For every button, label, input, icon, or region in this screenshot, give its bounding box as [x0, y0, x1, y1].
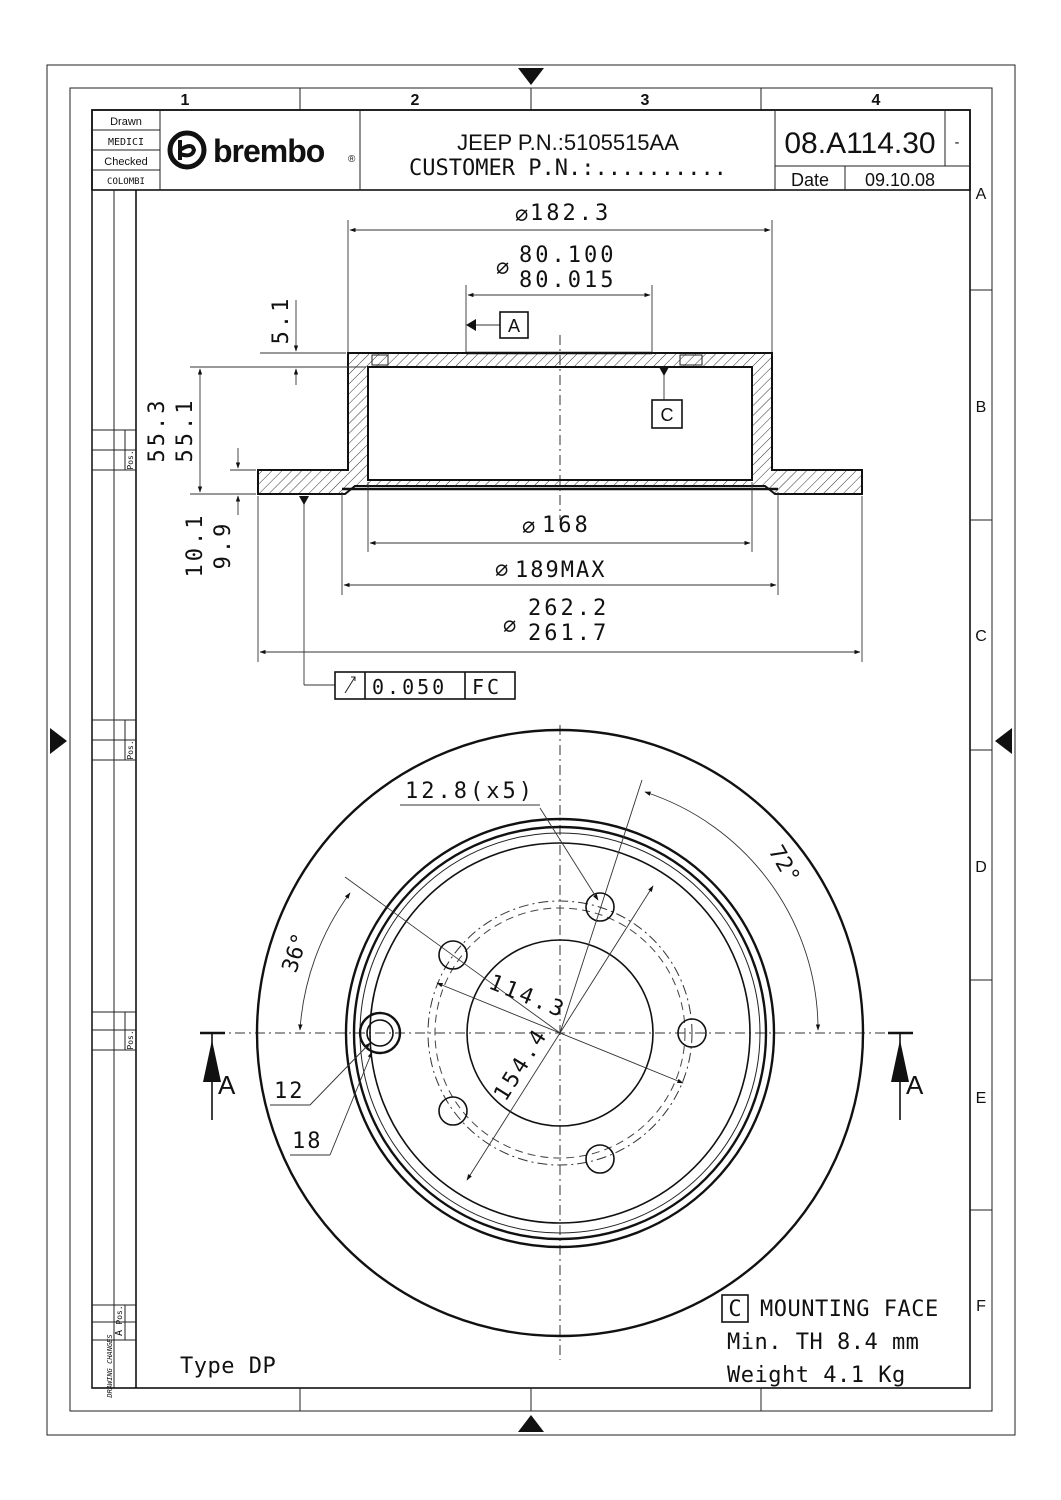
grid-row-labels: A B C D E F	[975, 186, 987, 1315]
dim-5-1: 5.1	[269, 296, 294, 345]
notes: C MOUNTING FACE Min. TH 8.4 mm Weight 4.…	[180, 1294, 939, 1388]
datum-a: A	[508, 316, 520, 336]
svg-text:B: B	[976, 399, 987, 416]
dim-55-3: 55.3	[145, 398, 170, 463]
jeep-part-number: JEEP P.N.:5105515AA	[457, 130, 679, 155]
svg-text:⌀: ⌀	[496, 256, 509, 281]
drawing-changes-label: DRAWING CHANGES	[106, 1334, 114, 1398]
section-marker-right: A	[888, 1031, 924, 1120]
hole-size: 12.8(x5)	[405, 779, 535, 804]
checked-by: COLOMBI	[107, 177, 145, 187]
mounting-ref: C	[728, 1297, 741, 1322]
svg-text:Pos.: Pos.	[126, 740, 135, 759]
svg-text:A: A	[114, 1330, 125, 1336]
svg-text:2: 2	[411, 92, 420, 109]
svg-text:1: 1	[181, 92, 190, 109]
type-note: Type DP	[180, 1354, 276, 1379]
locator-pin	[358, 1011, 402, 1055]
pcd-114: 114.3	[485, 970, 570, 1024]
dim-262-lower: 261.7	[528, 621, 609, 646]
svg-text:D: D	[975, 859, 987, 876]
drawn-by: MEDICI	[108, 137, 144, 148]
grid-column-labels: 1 2 3 4	[181, 92, 881, 109]
dim-168: 168	[542, 513, 591, 538]
svg-text:E: E	[976, 1090, 987, 1107]
date-value: 09.10.08	[865, 170, 935, 190]
dim-262-upper: 262.2	[528, 596, 609, 621]
svg-text:A: A	[976, 186, 987, 203]
svg-text:⌀: ⌀	[522, 515, 535, 540]
runout-frame	[334, 671, 516, 700]
drawn-label: Drawn	[110, 116, 142, 128]
dim-189max: 189MAX	[515, 558, 606, 583]
svg-text:F: F	[976, 1298, 986, 1315]
svg-text:A: A	[906, 1070, 924, 1100]
min-thickness: Min. TH 8.4 mm	[727, 1330, 919, 1355]
drawing-number: 08.A114.30	[784, 127, 935, 160]
svg-text:brembo: brembo	[213, 133, 325, 169]
svg-text:Pos.: Pos.	[126, 1030, 135, 1049]
dim-18: 18	[292, 1129, 323, 1154]
svg-text:3: 3	[641, 92, 650, 109]
datum-c-box	[651, 399, 683, 429]
face-view: 72° 36° 12.8(x5) 114.3 154.4 12 18 A	[200, 725, 924, 1360]
revision: -	[953, 135, 961, 151]
title-block: Drawn MEDICI Checked COLOMBI brembo ® JE…	[91, 109, 971, 191]
svg-text:C: C	[975, 628, 987, 645]
revision-strip: Pos. Pos. Pos. Pos. A DRAWING CHANGES	[91, 190, 137, 1399]
runout-icon	[344, 676, 356, 694]
section-view	[257, 335, 863, 520]
dim-80-lower: 80.015	[519, 268, 616, 293]
svg-text:A: A	[218, 1070, 236, 1100]
svg-text:⌀: ⌀	[495, 558, 508, 583]
datum-a-box	[499, 311, 529, 339]
angle-36: 36°	[278, 930, 314, 976]
dim-182: 182.3	[530, 201, 611, 226]
svg-text:Pos.: Pos.	[115, 1305, 124, 1324]
svg-text:Pos.: Pos.	[126, 450, 135, 469]
dim-55-1: 55.1	[173, 398, 198, 463]
sheet-frame	[46, 64, 1016, 1436]
runout-value: 0.050	[372, 675, 447, 699]
svg-text:⌀: ⌀	[503, 614, 516, 639]
svg-text:®: ®	[348, 154, 356, 165]
section-dimensions: ⌀ 182.3 ⌀ 80.100 80.015 A C 5.1 55.3 55.…	[145, 201, 863, 700]
customer-part-number: CUSTOMER P.N.:..........	[409, 156, 727, 181]
datum-c: C	[661, 405, 674, 425]
svg-text:⌀: ⌀	[515, 203, 528, 228]
dim-9-9: 9.9	[211, 521, 236, 570]
dim-12: 12	[274, 1079, 305, 1104]
brembo-logo: brembo ®	[167, 130, 356, 170]
mounting-ref-box	[721, 1294, 749, 1323]
mounting-face: MOUNTING FACE	[760, 1297, 939, 1322]
center-mark-left	[50, 728, 67, 754]
center-mark-bottom	[518, 1415, 544, 1432]
dim-10-1: 10.1	[183, 513, 208, 578]
runout-ref: FC	[472, 675, 502, 699]
checked-label: Checked	[104, 156, 147, 168]
section-marker-left: A	[200, 1031, 236, 1120]
center-mark-right	[995, 728, 1012, 754]
dim-80-upper: 80.100	[519, 243, 616, 268]
date-label: Date	[791, 170, 829, 190]
center-mark-top	[518, 68, 544, 85]
weight: Weight 4.1 Kg	[727, 1363, 906, 1388]
svg-text:4: 4	[872, 92, 881, 109]
